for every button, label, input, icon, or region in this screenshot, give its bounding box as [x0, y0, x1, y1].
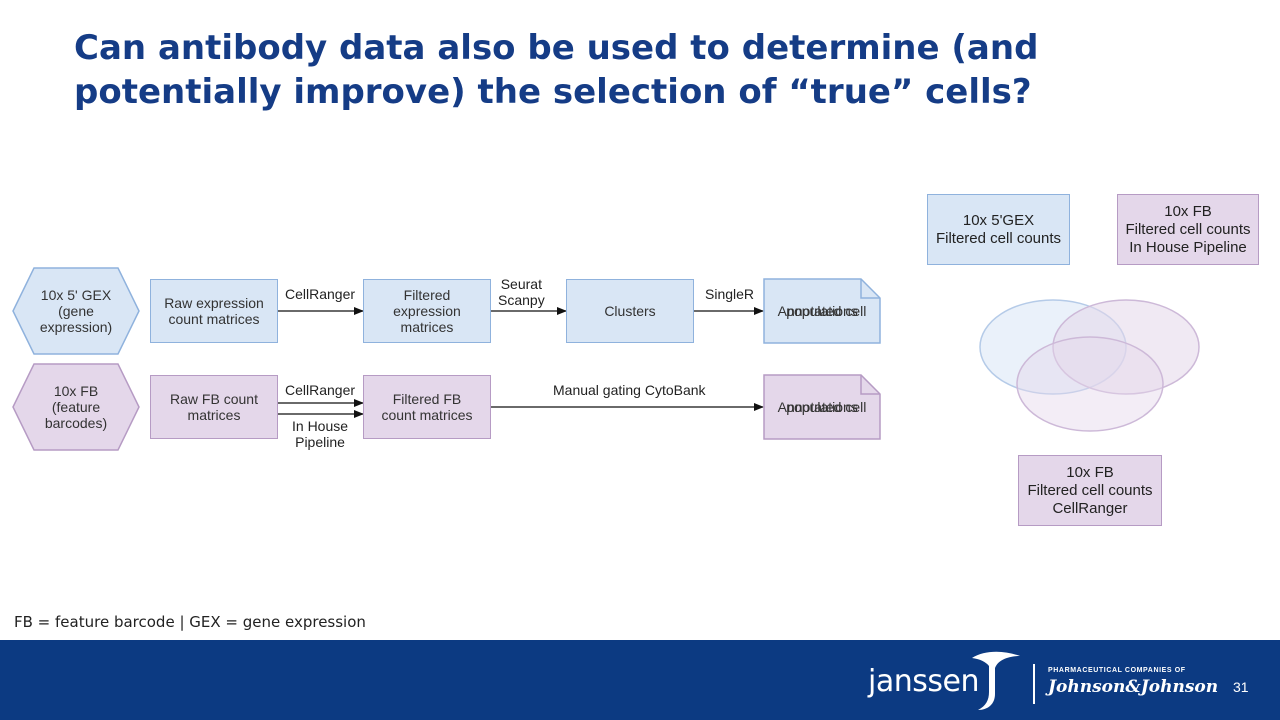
gex-filtered-label-1: Filtered [403, 287, 451, 303]
footnote: FB = feature barcode | GEX = gene expres… [14, 613, 366, 631]
gex-raw-label-2: count matrices [168, 311, 260, 327]
venn-diagram [979, 299, 1200, 432]
slide-title-line1: Can antibody data also be used to determ… [74, 28, 1039, 68]
venn-fb-cellranger-label-1: 10x FB [1066, 463, 1114, 481]
fb-source-label-1: 10x FB [53, 383, 99, 399]
fb-edge1-bottom-label: In House Pipeline [292, 418, 348, 450]
gex-filtered-label-3: matrices [400, 319, 454, 335]
venn-gex-box: 10x 5'GEX Filtered cell counts [927, 194, 1070, 265]
gex-annotated-node: Annotated cell populations [763, 278, 881, 344]
gex-source-label-2: (gene [58, 303, 94, 319]
fb-source-hexagon: 10x FB (feature barcodes) [12, 363, 140, 451]
gex-raw-label-1: Raw expression [164, 295, 264, 311]
fb-raw-matrices-node: Raw FB count matrices [150, 375, 278, 439]
gex-clusters-label: Clusters [604, 303, 656, 319]
footer-band [0, 640, 1280, 720]
fb-raw-label-1: Raw FB count [170, 391, 258, 407]
fb-source-label-2: (feature [51, 399, 101, 415]
jnj-logo-text: Johnson&Johnson [1048, 677, 1219, 697]
fb-edge2-label: Manual gating CytoBank [553, 382, 706, 398]
gex-source-label-3: expression) [39, 319, 113, 335]
gex-edge1-label: CellRanger [285, 286, 356, 302]
fb-edge1-top-label: CellRanger [285, 382, 356, 398]
gex-edge2-label: Seurat Scanpy [498, 276, 545, 308]
gex-edge3-label: SingleR [705, 286, 755, 302]
fb-filtered-label-1: Filtered FB [392, 391, 462, 407]
slide-title: Can antibody data also be used to determ… [74, 26, 1224, 114]
fb-annotated-node: Annotated cell populations [763, 374, 881, 440]
venn-fb-inhouse-label-3: In House Pipeline [1129, 238, 1247, 256]
venn-ellipse-fb-cellranger [1016, 336, 1164, 432]
venn-fb-cellranger-label-3: CellRanger [1052, 499, 1128, 517]
janssen-logo-text: janssen [868, 664, 979, 699]
fb-annotated-label-2: populations [786, 399, 858, 415]
venn-fb-inhouse-label-2: Filtered cell counts [1125, 220, 1251, 238]
gex-edge2-label-2: Scanpy [498, 292, 545, 308]
gex-edge2-label-1: Seurat [500, 276, 542, 292]
gex-annotated-label-1: Annotated cell [777, 303, 867, 319]
pharma-companies-label: PHARMACEUTICAL COMPANIES OF [1048, 667, 1186, 674]
venn-fb-cellranger-box: 10x FB Filtered cell counts CellRanger [1018, 455, 1162, 526]
footer-divider [1033, 664, 1035, 704]
venn-fb-inhouse-box: 10x FB Filtered cell counts In House Pip… [1117, 194, 1259, 265]
fb-raw-label-2: matrices [187, 407, 241, 423]
venn-ellipse-fb-inhouse [1052, 299, 1200, 395]
fb-edge1-bottom-label-2: Pipeline [295, 434, 345, 450]
janssen-swoosh-icon [972, 651, 1020, 710]
gex-clusters-node: Clusters [566, 279, 694, 343]
page-number: 31 [1233, 679, 1249, 695]
fb-annotated-label-1: Annotated cell [777, 399, 867, 415]
fb-edge1-bottom-label-1: In House [292, 418, 349, 434]
gex-raw-matrices-node: Raw expression count matrices [150, 279, 278, 343]
gex-source-label-1: 10x 5' GEX [40, 287, 112, 303]
gex-source-hexagon: 10x 5' GEX (gene expression) [12, 267, 140, 355]
fb-filtered-label-2: count matrices [381, 407, 473, 423]
venn-gex-label-2: Filtered cell counts [935, 229, 1062, 247]
gex-filtered-label-2: expression [393, 303, 461, 319]
gex-annotated-label-2: populations [786, 303, 858, 319]
fb-filtered-matrices-node: Filtered FB count matrices [363, 375, 491, 439]
venn-gex-label-1: 10x 5'GEX [962, 211, 1035, 229]
gex-filtered-matrices-node: Filtered expression matrices [363, 279, 491, 343]
fb-source-label-3: barcodes) [44, 415, 108, 431]
venn-fb-cellranger-label-2: Filtered cell counts [1027, 481, 1153, 499]
venn-fb-inhouse-label-1: 10x FB [1164, 202, 1212, 220]
slide-title-line2: potentially improve) the selection of “t… [74, 72, 1032, 112]
